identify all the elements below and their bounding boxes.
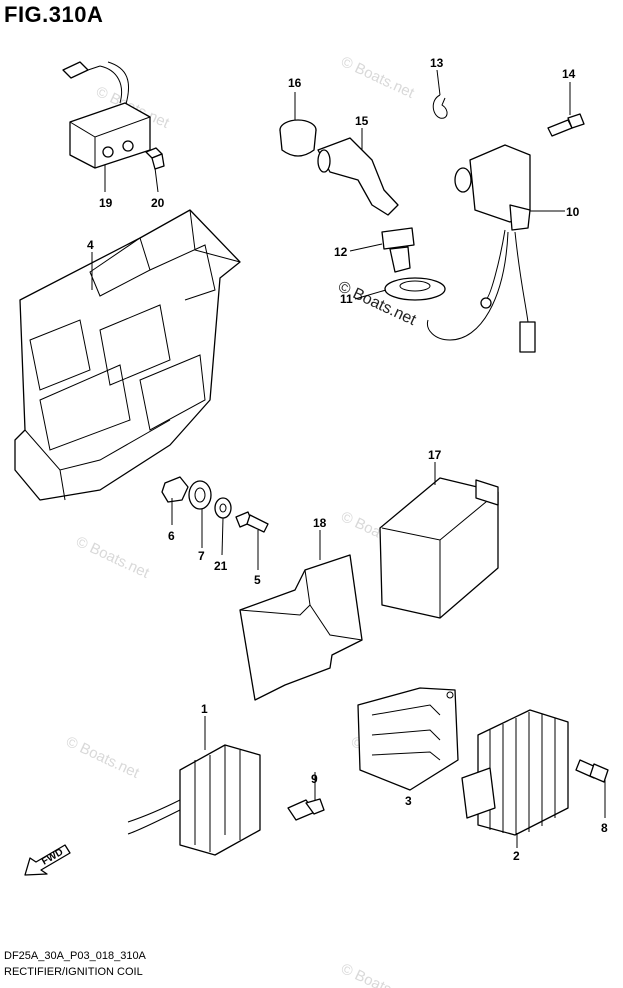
part-11-seal	[384, 277, 446, 301]
part-2-regulator	[461, 709, 569, 836]
callout-11: 11	[340, 292, 353, 306]
fwd-arrow: FWD	[24, 844, 71, 876]
part-19-relay	[62, 61, 151, 169]
callout-9: 9	[311, 772, 318, 786]
figure-name: RECTIFIER/IGNITION COIL	[4, 966, 143, 978]
part-15-boot	[317, 137, 399, 216]
callout-4: 4	[87, 238, 94, 252]
callout-3: 3	[405, 794, 412, 808]
part-8-bolt	[575, 759, 609, 783]
callout-6: 6	[168, 529, 175, 543]
callout-2: 2	[513, 849, 520, 863]
callout-18: 18	[313, 516, 327, 530]
watermark: © Boats.net	[338, 53, 417, 102]
callout-21: 21	[214, 559, 228, 573]
callout-13: 13	[430, 56, 444, 70]
part-16-cap	[279, 119, 317, 157]
callout-10: 10	[566, 205, 580, 219]
callout-12: 12	[334, 245, 348, 259]
callout-17: 17	[428, 448, 442, 462]
figure-code: DF25A_30A_P03_018_310A	[4, 950, 146, 962]
callout-14: 14	[562, 67, 576, 81]
figure-caption: DF25A_30A_P03_018_310A RECTIFIER/IGNITIO…	[4, 948, 146, 980]
part-6-nut	[161, 476, 189, 503]
callout-15: 15	[355, 114, 369, 128]
part-14-bolt	[547, 113, 585, 137]
callout-7: 7	[198, 549, 205, 563]
part-10-ignition-coil	[426, 144, 536, 353]
figure-title: FIG.310A	[4, 2, 104, 27]
part-17-module	[379, 477, 499, 619]
leader-lines	[91, 69, 606, 848]
part-3-plate	[357, 687, 459, 791]
part-1-rectifier	[127, 744, 261, 856]
part-4-bracket	[14, 209, 241, 501]
part-12-grommet	[381, 227, 415, 273]
part-21-washer	[214, 497, 232, 519]
part-9-bolt	[287, 798, 325, 821]
watermark: © Boats.net	[63, 733, 142, 782]
part-5-bolt	[235, 511, 269, 533]
part-20-bolt	[145, 147, 165, 170]
callout-1: 1	[201, 702, 208, 716]
callouts: 19 20 4 16 15 13 14 10 12 11 6 7 21 5 17…	[87, 56, 608, 863]
part-13-clip	[432, 94, 448, 119]
watermark: © Boats.net	[73, 533, 152, 582]
callout-5: 5	[254, 573, 261, 587]
callout-8: 8	[601, 821, 608, 835]
part-7-collar	[188, 480, 212, 510]
watermark: © Boats.net	[338, 960, 417, 988]
callout-20: 20	[151, 196, 165, 210]
callout-16: 16	[288, 76, 302, 90]
callout-19: 19	[99, 196, 113, 210]
part-18-cushion	[239, 554, 363, 701]
fwd-label: FWD	[40, 847, 65, 868]
